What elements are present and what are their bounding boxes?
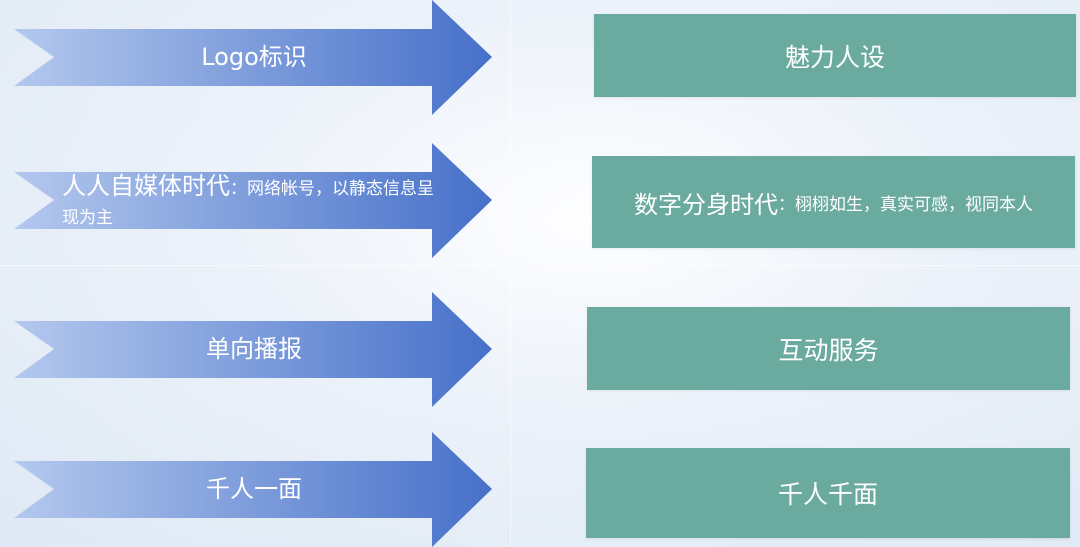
arrow-shape-3: 单向播报 — [14, 292, 492, 407]
arrow-label-main: 人人自媒体时代 — [62, 171, 230, 200]
box-label: 魅力人设 — [784, 42, 885, 72]
box-label: 互动服务 — [778, 335, 879, 365]
box-label-main: 数字分身时代 — [634, 190, 778, 219]
box-label: 千人千面 — [777, 480, 878, 509]
arrow-shape-1: Logo标识 — [14, 0, 492, 115]
arrow-label-text: Logo标识 — [201, 43, 307, 72]
background-line — [510, 0, 511, 547]
arrow-shape-2: 人人自媒体时代：网络帐号，以静态信息呈现为主 — [14, 143, 492, 258]
arrow-graphic — [14, 292, 492, 407]
box-label-detail: ：栩栩如生，真实可感，视同本人 — [778, 194, 1033, 215]
arrow-graphic — [14, 143, 492, 258]
arrow-label-text: 千人一面 — [206, 475, 302, 504]
arrow-label-one-face: 千人一面 — [74, 432, 434, 547]
arrow-label-self-media: 人人自媒体时代：网络帐号，以静态信息呈现为主 — [62, 143, 462, 258]
arrow-graphic — [14, 432, 492, 547]
background-line — [0, 265, 1080, 266]
box-charm-persona: 魅力人设 — [594, 14, 1076, 97]
arrow-label-logo: Logo标识 — [74, 0, 434, 115]
box-digital-twin: 数字分身时代：栩栩如生，真实可感，视同本人 — [592, 156, 1075, 248]
arrow-graphic — [14, 0, 492, 115]
arrow-label-text: 单向播报 — [206, 335, 302, 364]
arrow-shape-4: 千人一面 — [14, 432, 492, 547]
box-thousand-faces: 千人千面 — [586, 448, 1070, 538]
arrow-label-detail: ：网络帐号，以静态信息呈现为主 — [62, 178, 434, 228]
arrow-label-broadcast: 单向播报 — [74, 292, 434, 407]
box-interactive-service: 互动服务 — [587, 307, 1070, 390]
